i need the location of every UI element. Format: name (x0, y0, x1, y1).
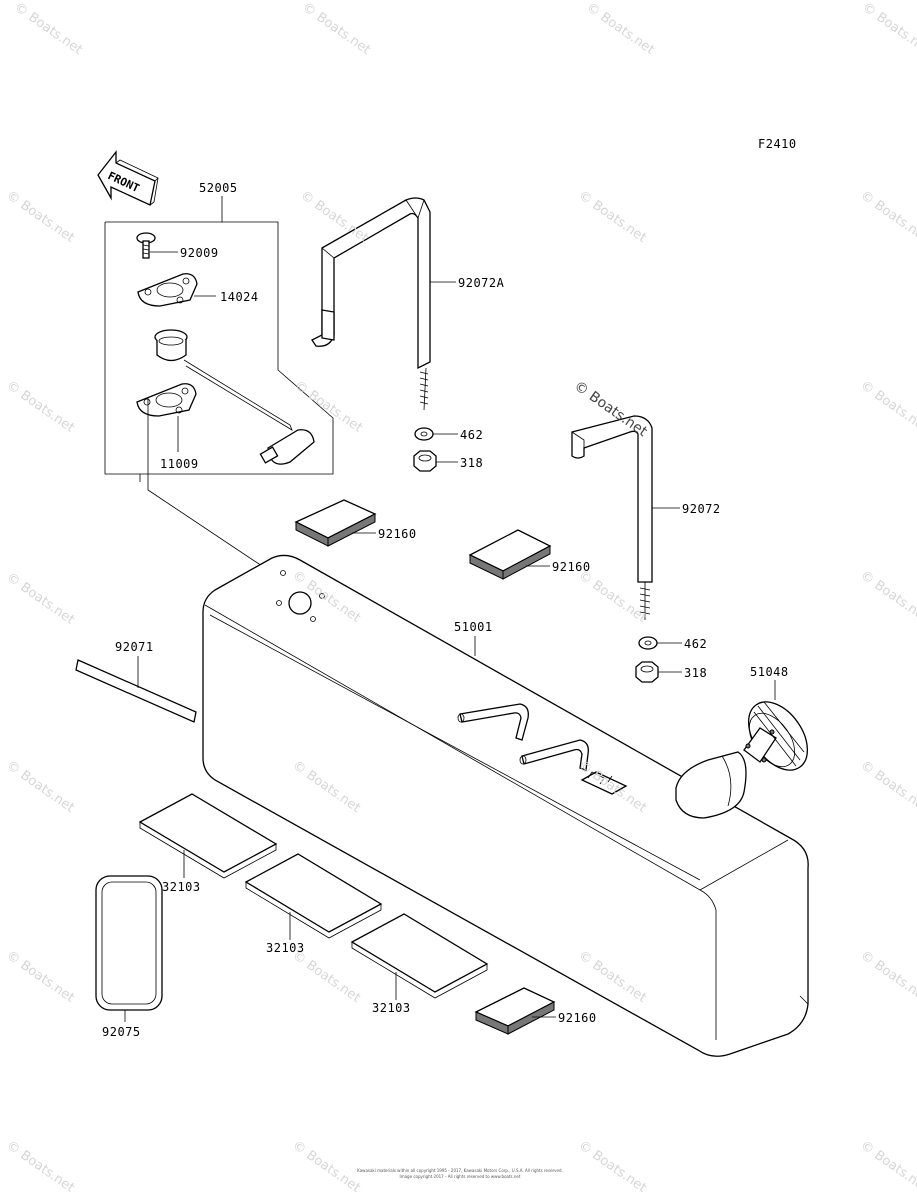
copyright-line-2: Image copyright 2017 - All rights reserv… (399, 1174, 521, 1179)
label-92160-lower: 92160 (558, 1011, 597, 1025)
screw-92009 (136, 232, 178, 259)
label-32103-right: 32103 (372, 1001, 411, 1015)
label-92075: 92075 (102, 1025, 141, 1039)
washer-462-lower (638, 636, 682, 650)
label-92071: 92071 (115, 640, 154, 654)
label-92072A: 92072A (458, 276, 505, 290)
breather-pipe-lower (519, 739, 589, 771)
washer-462-upper (414, 427, 458, 441)
label-32103-left: 32103 (162, 880, 201, 894)
assembly-to-tank-leader (147, 398, 284, 581)
gasket-plate-14024 (137, 273, 216, 307)
gasket-plate-lower (136, 383, 197, 452)
breather-pipe-upper (457, 703, 529, 741)
label-92160-upper-left: 92160 (378, 527, 417, 541)
label-51048: 51048 (750, 665, 789, 679)
pad-92160-upper-right (468, 529, 552, 580)
filler-neck (675, 751, 747, 819)
label-92072: 92072 (682, 502, 721, 516)
label-92160-upper-right: 92160 (552, 560, 591, 574)
pad-32103-middle (244, 853, 383, 940)
label-318-lower: 318 (684, 666, 708, 680)
label-14024: 14024 (220, 290, 259, 304)
fuel-cap-51048 (743, 680, 809, 771)
figure-code: F2410 (758, 137, 797, 151)
nut-318-upper (413, 450, 458, 472)
nut-318-lower (635, 661, 682, 683)
copyright-footer: Kawasaki materials within all copyright … (300, 1168, 620, 1180)
pad-32103-left (138, 793, 278, 879)
label-51001: 51001 (454, 620, 493, 634)
label-462-lower: 462 (684, 637, 708, 651)
assembly-52005-bracket (104, 196, 334, 482)
label-11009: 11009 (160, 457, 199, 471)
label-462-upper: 462 (460, 428, 484, 442)
label-32103-middle: 32103 (266, 941, 305, 955)
pad-32103-right (350, 913, 489, 1000)
label-92009: 92009 (180, 246, 219, 260)
copyright-line-1: Kawasaki materials within all copyright … (357, 1168, 563, 1173)
pad-92075 (95, 875, 163, 1022)
fuel-sender-unit (154, 329, 315, 465)
pad-92160-upper-left (294, 499, 377, 547)
tape-strip-92071 (75, 656, 197, 723)
fuel-tank-51001 (202, 554, 809, 1057)
tank-strap-92072A (311, 197, 456, 411)
front-direction-arrow-icon: FRONT (97, 150, 159, 206)
tank-strap-92072 (571, 415, 680, 620)
pipe-clip (580, 771, 628, 795)
label-318-upper: 318 (460, 456, 484, 470)
pad-92160-lower (474, 987, 556, 1035)
label-52005: 52005 (199, 181, 238, 195)
